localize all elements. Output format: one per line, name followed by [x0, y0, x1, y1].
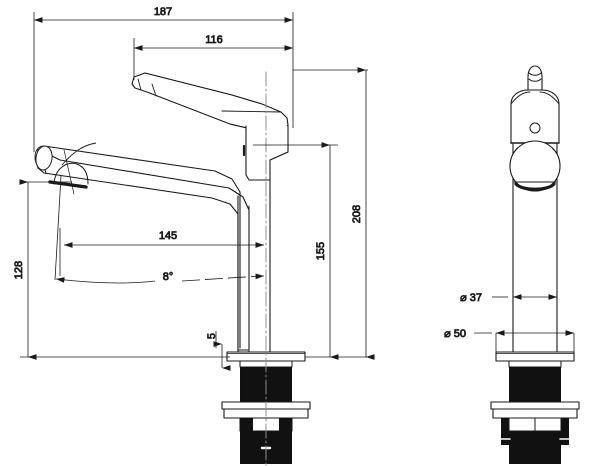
spout-aerator-dome: [53, 162, 89, 185]
angle-leader-outer: [54, 175, 62, 281]
front-spout-boss-shadow: [514, 182, 556, 191]
dim-label-208: 208: [351, 205, 363, 223]
spout-arm-outline: [35, 148, 250, 351]
threaded-shank-thread-lines: [240, 367, 292, 403]
dimline-angle-8-right: [181, 273, 265, 282]
front-lever-knob-cap2: [528, 78, 542, 82]
spout-outlet-ellipse: [35, 145, 53, 171]
front-index-hole: [529, 122, 541, 134]
front-lever-knob-cap: [528, 72, 542, 76]
body-column: [237, 179, 271, 353]
lever-handle-side-crease: [221, 110, 282, 113]
dim-label-5: 5: [206, 333, 218, 339]
front-stud-left: [501, 418, 510, 445]
side-view-dimensions: 187 116 145 128 155 208 5 8°: [13, 6, 375, 371]
dimline-angle-8-left: [55, 277, 156, 284]
spout-tube-lower-line: [44, 169, 47, 174]
dim-label-angle-8: 8°: [163, 271, 174, 283]
dim-label-d37: ⌀ 37: [460, 292, 482, 304]
front-dome-left-fillet: [510, 91, 531, 105]
lever-handle-top-crease: [144, 72, 263, 105]
dim-label-155: 155: [315, 242, 327, 260]
front-mounting-washer: [490, 401, 580, 410]
front-shank-body: [509, 367, 561, 402]
dim-label-128: 128: [13, 261, 25, 279]
front-dome-right-fillet: [539, 91, 560, 105]
dim-label-145: 145: [159, 230, 177, 242]
dim-label-187: 187: [154, 6, 172, 18]
front-mounting-nut-plate: [492, 408, 578, 419]
front-view-dimensions: ⌀ 37 ⌀ 50: [444, 292, 575, 352]
front-stud-right: [560, 418, 569, 445]
front-cartridge-dome: [510, 89, 560, 144]
lever-handle-end-cap: [131, 78, 157, 97]
shank-lower-dark2: [279, 418, 292, 464]
front-shank-upper: [508, 360, 562, 368]
spout-centerline-short: [63, 149, 75, 195]
angle-arc-upper: [61, 142, 97, 166]
front-spout-boss: [509, 140, 561, 192]
body-shoulder-bevel: [269, 151, 289, 161]
side-view-geometry: [34, 71, 311, 466]
front-view-geometry: [490, 65, 580, 464]
spout-aerator-face: [48, 180, 88, 189]
dim-label-116: 116: [205, 34, 223, 46]
shank-lower-dark: [240, 418, 253, 464]
dim-label-d50: ⌀ 50: [444, 328, 466, 340]
